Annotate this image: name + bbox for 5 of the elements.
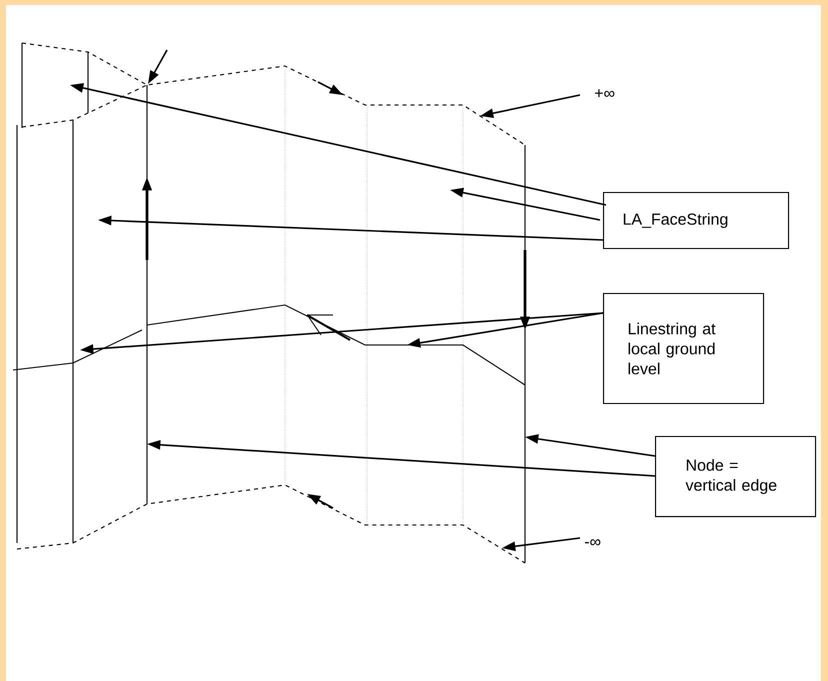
- callout-box: LA_FaceString: [603, 192, 790, 250]
- callout-box: Node = vertical edge: [655, 436, 816, 518]
- infinity-label: -∞: [584, 539, 600, 546]
- callout-box: Linestring at local ground level: [603, 293, 764, 404]
- infinity-label: +∞: [595, 89, 614, 98]
